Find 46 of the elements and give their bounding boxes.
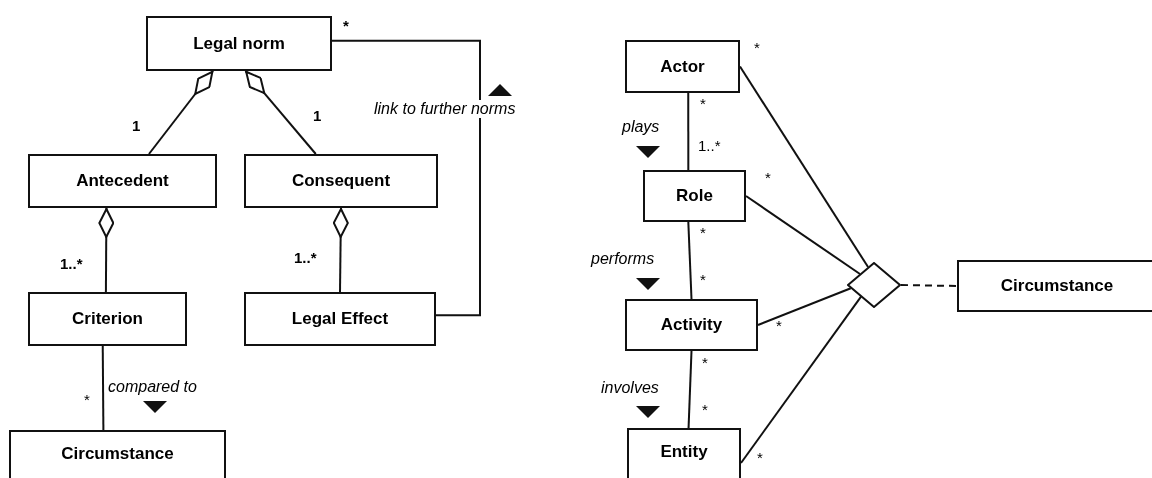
association-line — [757, 287, 852, 326]
association-line — [900, 284, 958, 287]
association-line — [101, 345, 105, 431]
diamond-symbol — [847, 262, 901, 308]
aggregation-line — [98, 207, 115, 293]
class-box: Activity — [625, 299, 758, 351]
edge-label: link to further norms — [374, 100, 516, 118]
multiplicity-label: * — [84, 392, 90, 408]
multiplicity-label: * — [343, 18, 349, 34]
aggregation-line — [332, 207, 349, 293]
multiplicity-label: * — [776, 318, 782, 334]
multiplicity-label: * — [702, 355, 708, 371]
class-box: Consequent — [244, 154, 438, 208]
multiplicity-label: 1..* — [698, 138, 721, 154]
multiplicity-label: * — [702, 402, 708, 418]
multiplicity-label: 1 — [313, 108, 322, 124]
multiplicity-label: * — [754, 40, 760, 56]
class-box: Actor — [625, 40, 740, 93]
class-box: Criterion — [28, 292, 187, 346]
class-box: Role — [643, 170, 746, 222]
multiplicity-label: 1..* — [60, 256, 83, 272]
class-box: Legal Effect — [244, 292, 436, 346]
association-line — [687, 221, 693, 300]
association-line — [687, 350, 693, 429]
association-line — [331, 39, 481, 317]
class-box: Circumstance — [957, 260, 1152, 312]
association-line — [739, 65, 870, 269]
multiplicity-label: * — [700, 272, 706, 288]
class-box: Entity — [627, 428, 741, 478]
multiplicity-label: 1..* — [294, 250, 317, 266]
association-line — [740, 294, 864, 464]
association-line — [687, 92, 690, 171]
edge-label: performs — [591, 250, 655, 268]
multiplicity-label: * — [757, 450, 763, 466]
class-box: Legal norm — [146, 16, 332, 71]
class-box: Antecedent — [28, 154, 217, 208]
aggregation-line — [244, 70, 317, 155]
multiplicity-label: * — [700, 225, 706, 241]
multiplicity-label: * — [700, 96, 706, 112]
edge-label: plays — [622, 118, 660, 136]
edge-label: compared to — [108, 378, 197, 396]
association-line — [745, 195, 861, 275]
class-box: Circumstance — [9, 430, 226, 478]
multiplicity-label: * — [765, 170, 771, 186]
aggregation-line — [147, 70, 214, 155]
multiplicity-label: 1 — [132, 118, 141, 134]
